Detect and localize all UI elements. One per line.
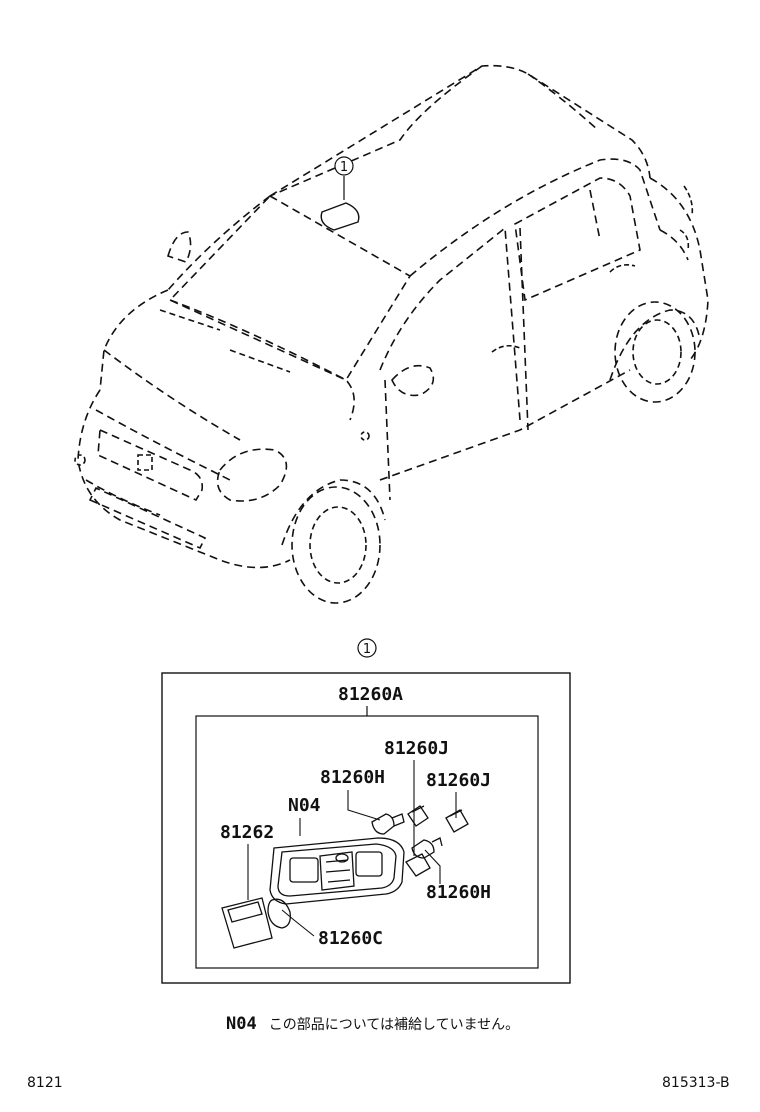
- lamp-assembly-drawing: [221, 805, 469, 949]
- leader-lines: [247, 760, 457, 937]
- part-label-81260H-right: 81260H: [426, 882, 491, 903]
- footer-illustration-code: 815313-B: [662, 1075, 730, 1091]
- part-label-81260J-upper: 81260J: [384, 738, 449, 759]
- supply-note: N04 この部品については補給していません。: [226, 1014, 519, 1034]
- supply-note-code: N04: [226, 1014, 257, 1034]
- part-label-81260A: 81260A: [338, 684, 403, 705]
- callout-marker-detail-label: 1: [363, 642, 371, 657]
- detail-frame-outer: [161, 672, 571, 984]
- part-label-81260H-upper: 81260H: [320, 767, 385, 788]
- supply-note-text: この部品については補給していません。: [268, 1017, 520, 1033]
- part-label-81260C: 81260C: [318, 928, 383, 949]
- callout-marker-top: [334, 156, 354, 176]
- part-label-N04: N04: [288, 795, 321, 816]
- callout-marker-top-label: 1: [340, 160, 348, 175]
- callout-marker-detail: [357, 638, 377, 658]
- footer-page-code: 8121: [27, 1075, 63, 1091]
- part-label-81260J-right: 81260J: [426, 770, 491, 791]
- car-illustration: [74, 64, 709, 604]
- part-label-81262: 81262: [220, 822, 274, 843]
